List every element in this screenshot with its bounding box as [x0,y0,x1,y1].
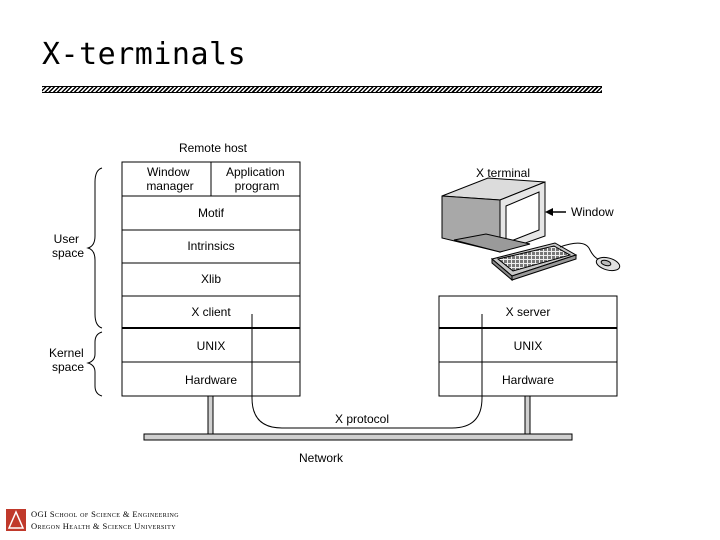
x-protocol-path [251,314,483,429]
monitor-icon [441,177,546,253]
motif-label: Motif [198,206,225,220]
remote-unix-label: UNIX [197,339,226,353]
user-space-label: User space [52,232,84,260]
window-arrow-head [545,208,553,216]
footer-line-1: OGI School of Science & Engineering [31,509,179,519]
mouse-cable [559,242,601,261]
ogi-logo-icon [6,509,26,531]
window-manager-label: Window manager [146,165,193,193]
network-bus [143,433,573,441]
x-client-label: X client [191,305,231,319]
terminal-hardware-label: Hardware [502,373,554,387]
kernel-space-label: Kernel space [49,346,87,374]
x-terminal-label: X terminal [476,166,530,180]
terminal-unix-label: UNIX [514,339,543,353]
terminal-tap [524,395,531,435]
kernel-space-brace [86,331,103,397]
mouse-icon [595,256,621,272]
footer-logo: OGI School of Science & Engineering Oreg… [6,508,179,532]
application-program-label: Application program [226,165,288,193]
intrinsics-label: Intrinsics [187,239,234,253]
keyboard-icon [490,242,578,282]
x-terminal-stack [438,295,618,397]
slide-title: X-terminals [42,37,247,72]
title-rule [42,86,602,93]
x-server-label: X server [506,305,551,319]
remote-hardware-label: Hardware [185,373,237,387]
footer-line-2: Oregon Health & Science University [31,521,176,531]
user-space-brace [86,167,103,329]
x-protocol-label: X protocol [335,412,389,426]
remote-host-tap [207,395,214,435]
xlib-label: Xlib [201,272,221,286]
network-label: Network [299,451,344,465]
remote-host-label: Remote host [179,141,248,155]
window-label: Window [571,205,614,219]
